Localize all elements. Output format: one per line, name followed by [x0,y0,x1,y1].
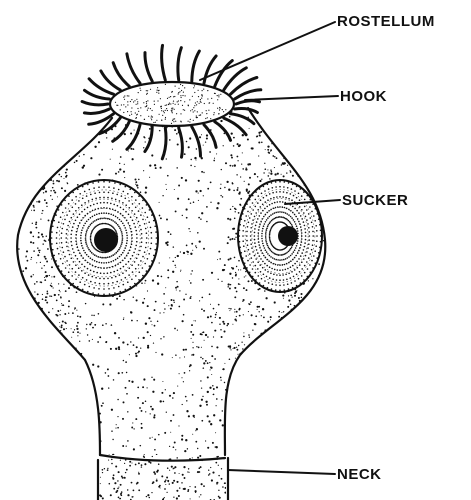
rostellum [110,82,234,126]
right-sucker [238,180,322,292]
neck-label: NECK [337,466,382,483]
rostellum-label: ROSTELLUM [337,13,435,30]
left-sucker [50,180,158,296]
sucker-label: SUCKER [342,192,408,209]
neck-outline [98,455,228,500]
hook-leader [245,96,338,100]
hook-label: HOOK [340,88,387,105]
rostellum-leader [200,22,335,80]
neck-leader [228,470,335,474]
